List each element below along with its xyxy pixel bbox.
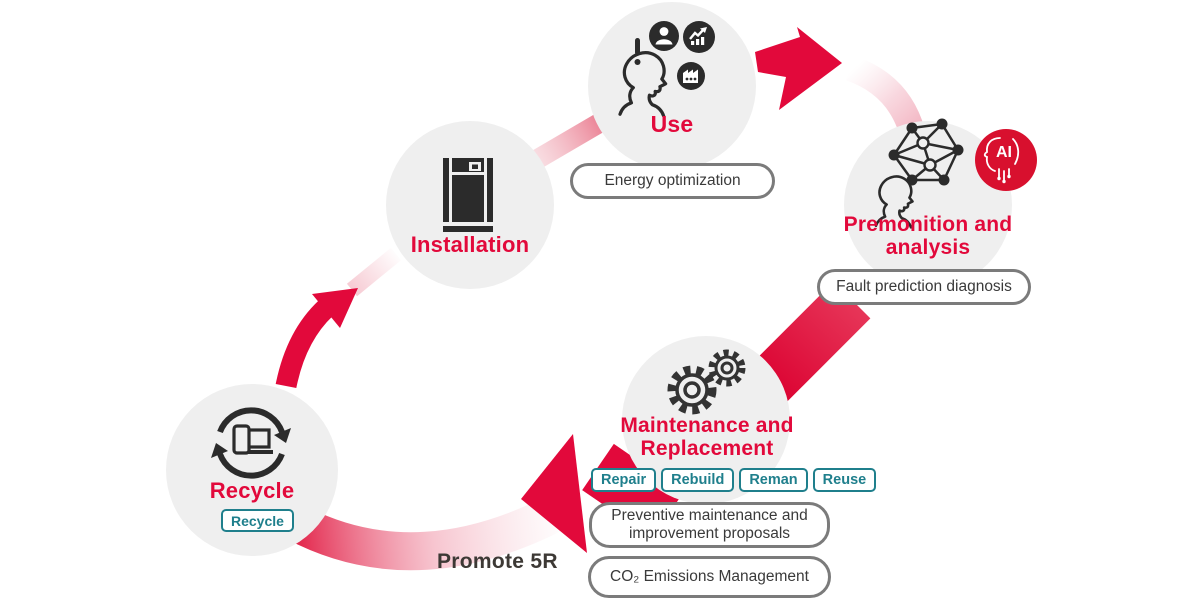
tag-reuse: Reuse	[812, 468, 877, 492]
factory-bubble-icon	[677, 62, 705, 90]
arrowhead-maintenance-to-recycle	[521, 434, 587, 553]
arrow-recycle-to-installation	[275, 300, 334, 389]
label-recycle: Recycle	[209, 478, 295, 503]
recycle-devices-icon	[211, 407, 291, 479]
band-premonition-to-maintenance	[749, 281, 871, 403]
chart-bubble-icon	[683, 21, 715, 53]
tag-repair: Repair	[591, 468, 657, 492]
gears-icon	[667, 349, 746, 415]
band-installation-to-use	[530, 113, 607, 169]
label-premonition: Premonition and analysis	[813, 213, 1043, 259]
label-premonition-line2: analysis	[885, 236, 971, 260]
user-bubble-icon	[649, 21, 679, 51]
promote-5r-caption: Promote 5R	[437, 550, 558, 573]
exclamation-icon	[635, 38, 640, 55]
label-use: Use	[650, 111, 694, 137]
equipment-cabinet-icon	[443, 158, 493, 232]
pill-preventive-maintenance: Preventive maintenance and improvement p…	[589, 502, 830, 548]
ai-badge-text: AI	[996, 144, 1012, 161]
arrow-use-to-premonition	[755, 27, 842, 110]
label-installation: Installation	[410, 232, 530, 257]
band-swoosh-recycle	[286, 488, 580, 571]
pill-fault-prediction-text: Fault prediction diagnosis	[836, 278, 1012, 296]
label-maintenance: Maintenance and Replacement	[592, 414, 822, 460]
pill-co2-management-text: CO₂ Emissions Management	[610, 568, 809, 586]
label-maintenance-line2: Replacement	[640, 437, 774, 461]
person-thinking-alert-icon	[618, 21, 715, 118]
arrowhead-recycle-to-installation	[312, 288, 358, 328]
pill-co2-management: CO₂ Emissions Management	[588, 556, 831, 598]
tag-recycle: Recycle	[221, 509, 294, 532]
maintenance-tag-row: Repair Rebuild Reman Reuse	[591, 468, 877, 492]
network-graph-icon	[892, 122, 960, 182]
pill-energy-optimization: Energy optimization	[570, 163, 775, 199]
ai-head-circuit-icon: AI	[975, 129, 1037, 191]
label-premonition-line1: Premonition and	[843, 213, 1013, 236]
tag-reman: Reman	[739, 468, 808, 492]
devices-icon	[232, 424, 273, 455]
tag-rebuild: Rebuild	[661, 468, 735, 492]
label-maintenance-line1: Maintenance and	[620, 414, 794, 437]
band-recycle-to-installation-fade	[346, 247, 402, 297]
pill-fault-prediction: Fault prediction diagnosis	[817, 269, 1031, 305]
pill-energy-optimization-text: Energy optimization	[604, 172, 741, 190]
pill-preventive-maintenance-text: Preventive maintenance and improvement p…	[611, 507, 808, 542]
